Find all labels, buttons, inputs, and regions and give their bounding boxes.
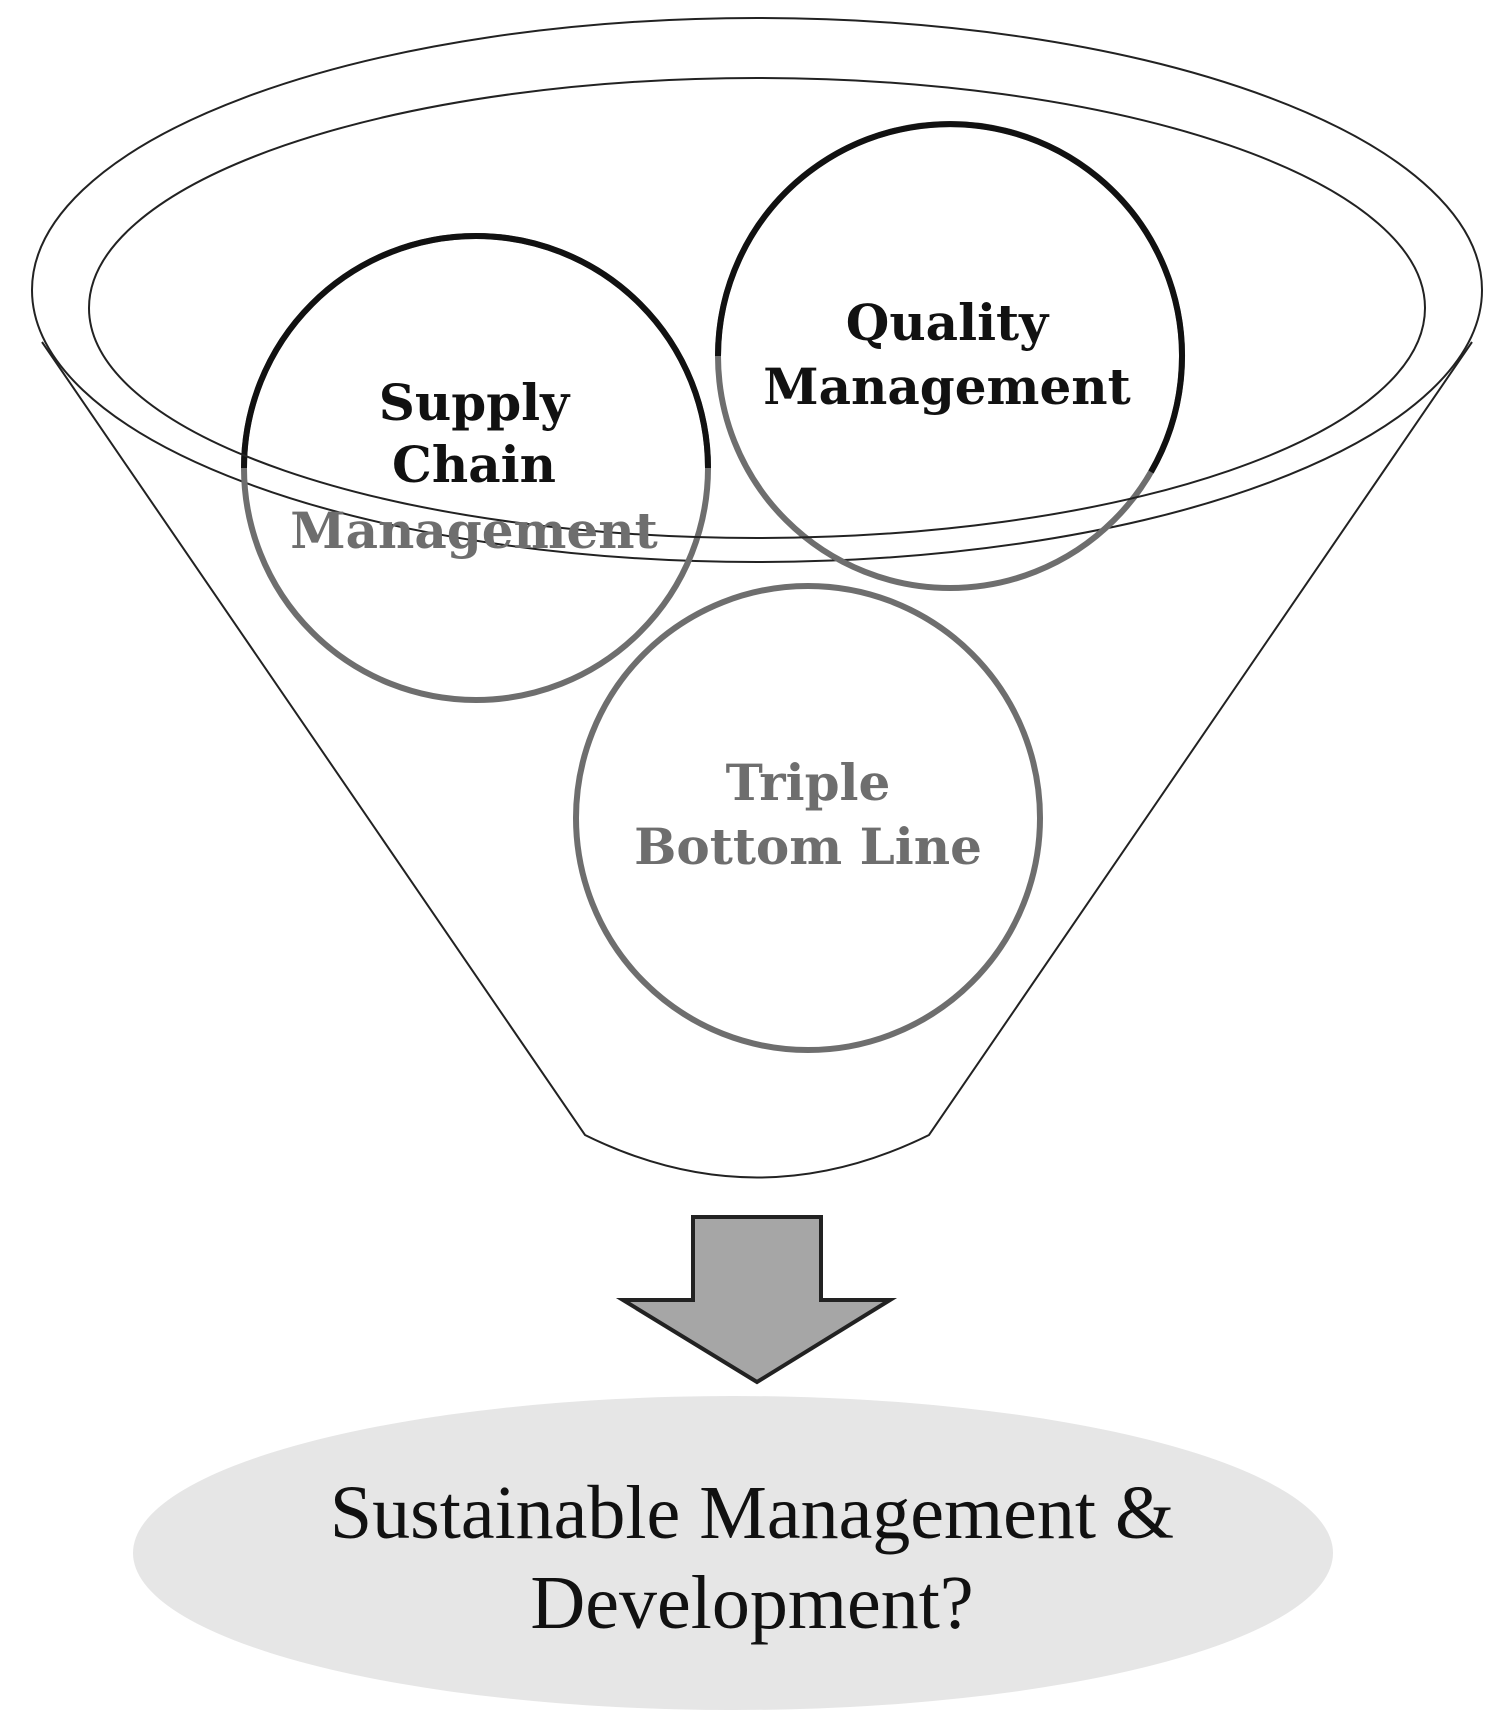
triple-bottom-line-circle <box>573 583 1043 1053</box>
funnel-rim-outer <box>31 17 1483 563</box>
triple-bottom-line-label-line1: Triple <box>726 753 891 812</box>
supply-chain-circle-upper-arc <box>241 233 711 469</box>
funnel-body <box>41 341 1473 1179</box>
triple-bottom-line-label-line2: Bottom Line <box>634 817 982 876</box>
supply-chain-label-line1: Supply <box>379 373 571 432</box>
outcome-ellipse <box>133 1396 1333 1710</box>
funnel-rim-inner <box>88 77 1426 539</box>
down-arrow-icon <box>615 1215 898 1385</box>
quality-circle-upper-arc <box>715 121 1185 474</box>
quality-label-line1: Quality <box>846 293 1050 352</box>
outcome-label-line1: Sustainable Management & <box>330 1471 1174 1555</box>
supply-chain-label-line3: Management <box>290 501 657 560</box>
supply-chain-label-line2: Chain <box>392 435 556 494</box>
quality-label-line2: Management <box>763 357 1130 416</box>
outcome-label-line2: Development? <box>530 1561 973 1645</box>
